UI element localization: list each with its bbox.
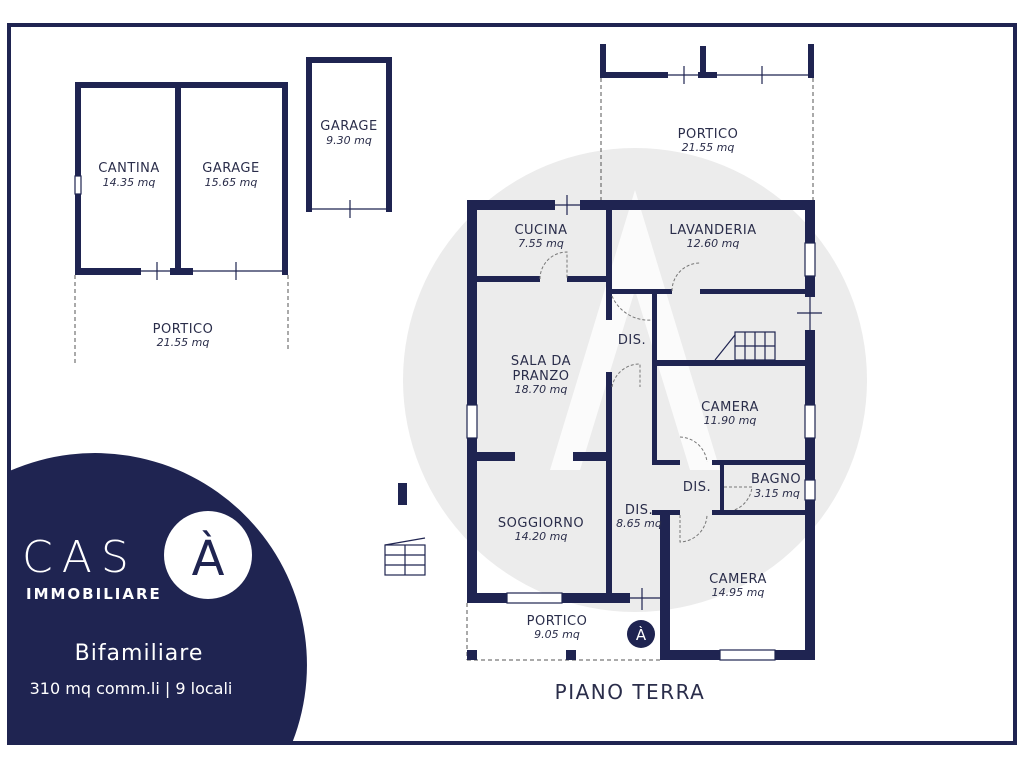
room-label: SALA DA (511, 354, 571, 369)
brand-name: CAS (22, 532, 138, 583)
room-area: 21.55 mq (157, 336, 210, 349)
page-frame (7, 23, 1017, 745)
room-area: 12.60 mq (687, 237, 740, 250)
logo-letter: À (192, 530, 225, 587)
room-area: 14.35 mq (103, 176, 156, 189)
plan-title: PIANO TERRA (555, 680, 706, 704)
property-type: Bifamiliare (75, 641, 204, 666)
room-label: GARAGE (202, 161, 259, 176)
outbuilding-garage (306, 57, 392, 218)
room-label: CUCINA (514, 223, 567, 238)
room-label: CANTINA (98, 161, 160, 176)
property-summary: 310 mq comm.li | 9 locali (30, 679, 233, 698)
stairs (714, 331, 776, 361)
room-area: 3.15 mq (754, 487, 800, 500)
outbuilding-cantina-garage (74, 82, 289, 365)
room-label: LAVANDERIA (669, 223, 756, 238)
room-label: BAGNO (751, 472, 801, 487)
entrance-logo-marker: À (627, 620, 655, 648)
room-area: 11.90 mq (704, 414, 757, 427)
room-label: PRANZO (512, 369, 569, 384)
room-label: DIS. (618, 333, 646, 348)
room-area: 21.55 mq (682, 141, 735, 154)
room-label: CAMERA (701, 400, 759, 415)
room-label: PORTICO (153, 322, 214, 337)
room-area: 9.05 mq (534, 628, 580, 641)
room-area: 9.30 mq (326, 134, 372, 147)
room-label: DIS. (625, 503, 653, 518)
room-label: CAMERA (709, 572, 767, 587)
room-label: PORTICO (527, 614, 588, 629)
room-area: 14.20 mq (515, 530, 568, 543)
watermark-logo (403, 148, 867, 612)
room-label: DIS. (683, 480, 711, 495)
brand-logo-mark: À (164, 511, 252, 599)
room-area: 18.70 mq (515, 383, 568, 396)
room-area: 8.65 mq (616, 517, 662, 530)
room-label: PORTICO (678, 127, 739, 142)
exterior-pillar (398, 483, 407, 505)
room-area: 14.95 mq (712, 586, 765, 599)
room-label: SOGGIORNO (498, 516, 584, 531)
marker-letter: À (636, 625, 647, 644)
brand-subtitle: IMMOBILIARE (26, 585, 162, 603)
exterior-stairs (384, 537, 426, 576)
room-area: 7.55 mq (518, 237, 564, 250)
portico-top (600, 44, 814, 200)
room-label: GARAGE (320, 119, 377, 134)
room-area: 15.65 mq (205, 176, 258, 189)
main-house-walls (466, 195, 822, 661)
